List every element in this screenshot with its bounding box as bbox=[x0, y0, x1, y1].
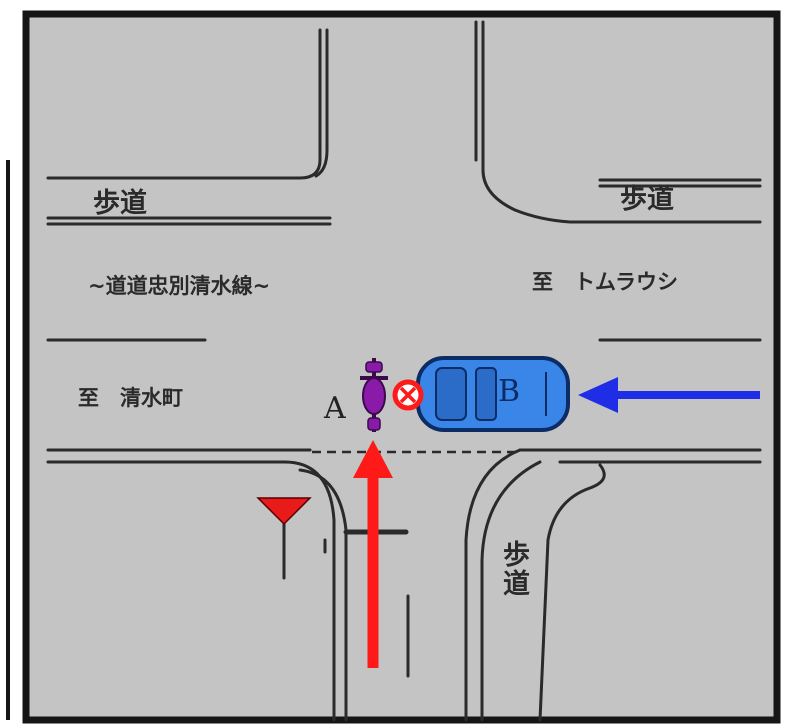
curb-top-left-inner bbox=[314, 28, 329, 178]
vehicle-b-label: B bbox=[498, 374, 521, 409]
sidewalk-label-top-right: 歩道 bbox=[620, 184, 674, 215]
road-name-label: ~道道忠別清水線~ bbox=[88, 274, 271, 298]
sidewalk-bottom-right-edge bbox=[538, 463, 606, 722]
stop-sign-icon bbox=[256, 497, 312, 526]
vehicle-a-label: A bbox=[324, 391, 346, 426]
car-b-icon bbox=[416, 356, 570, 432]
motorcycle-a-icon bbox=[360, 358, 388, 432]
frame-border bbox=[22, 10, 781, 724]
collision-icon bbox=[392, 379, 424, 411]
curb-top-right bbox=[481, 20, 762, 224]
vehicle-a-arrow-head bbox=[353, 440, 393, 478]
curb-top-left bbox=[46, 28, 322, 180]
road-area bbox=[26, 14, 777, 720]
curb-bottom-right-inner bbox=[480, 460, 542, 722]
vehicle-b-arrow-head bbox=[578, 377, 618, 413]
curb-bottom-right bbox=[464, 448, 522, 722]
curb-bottom-left-inner bbox=[298, 468, 348, 722]
destination-tomuraushi-label: 至 トムラウシ bbox=[532, 270, 678, 294]
sidewalk-label-top-left: 歩道 bbox=[93, 188, 147, 219]
sidewalk-label-bottom: 歩道 bbox=[498, 540, 529, 598]
destination-shimizu-label: 至 清水町 bbox=[78, 386, 183, 410]
